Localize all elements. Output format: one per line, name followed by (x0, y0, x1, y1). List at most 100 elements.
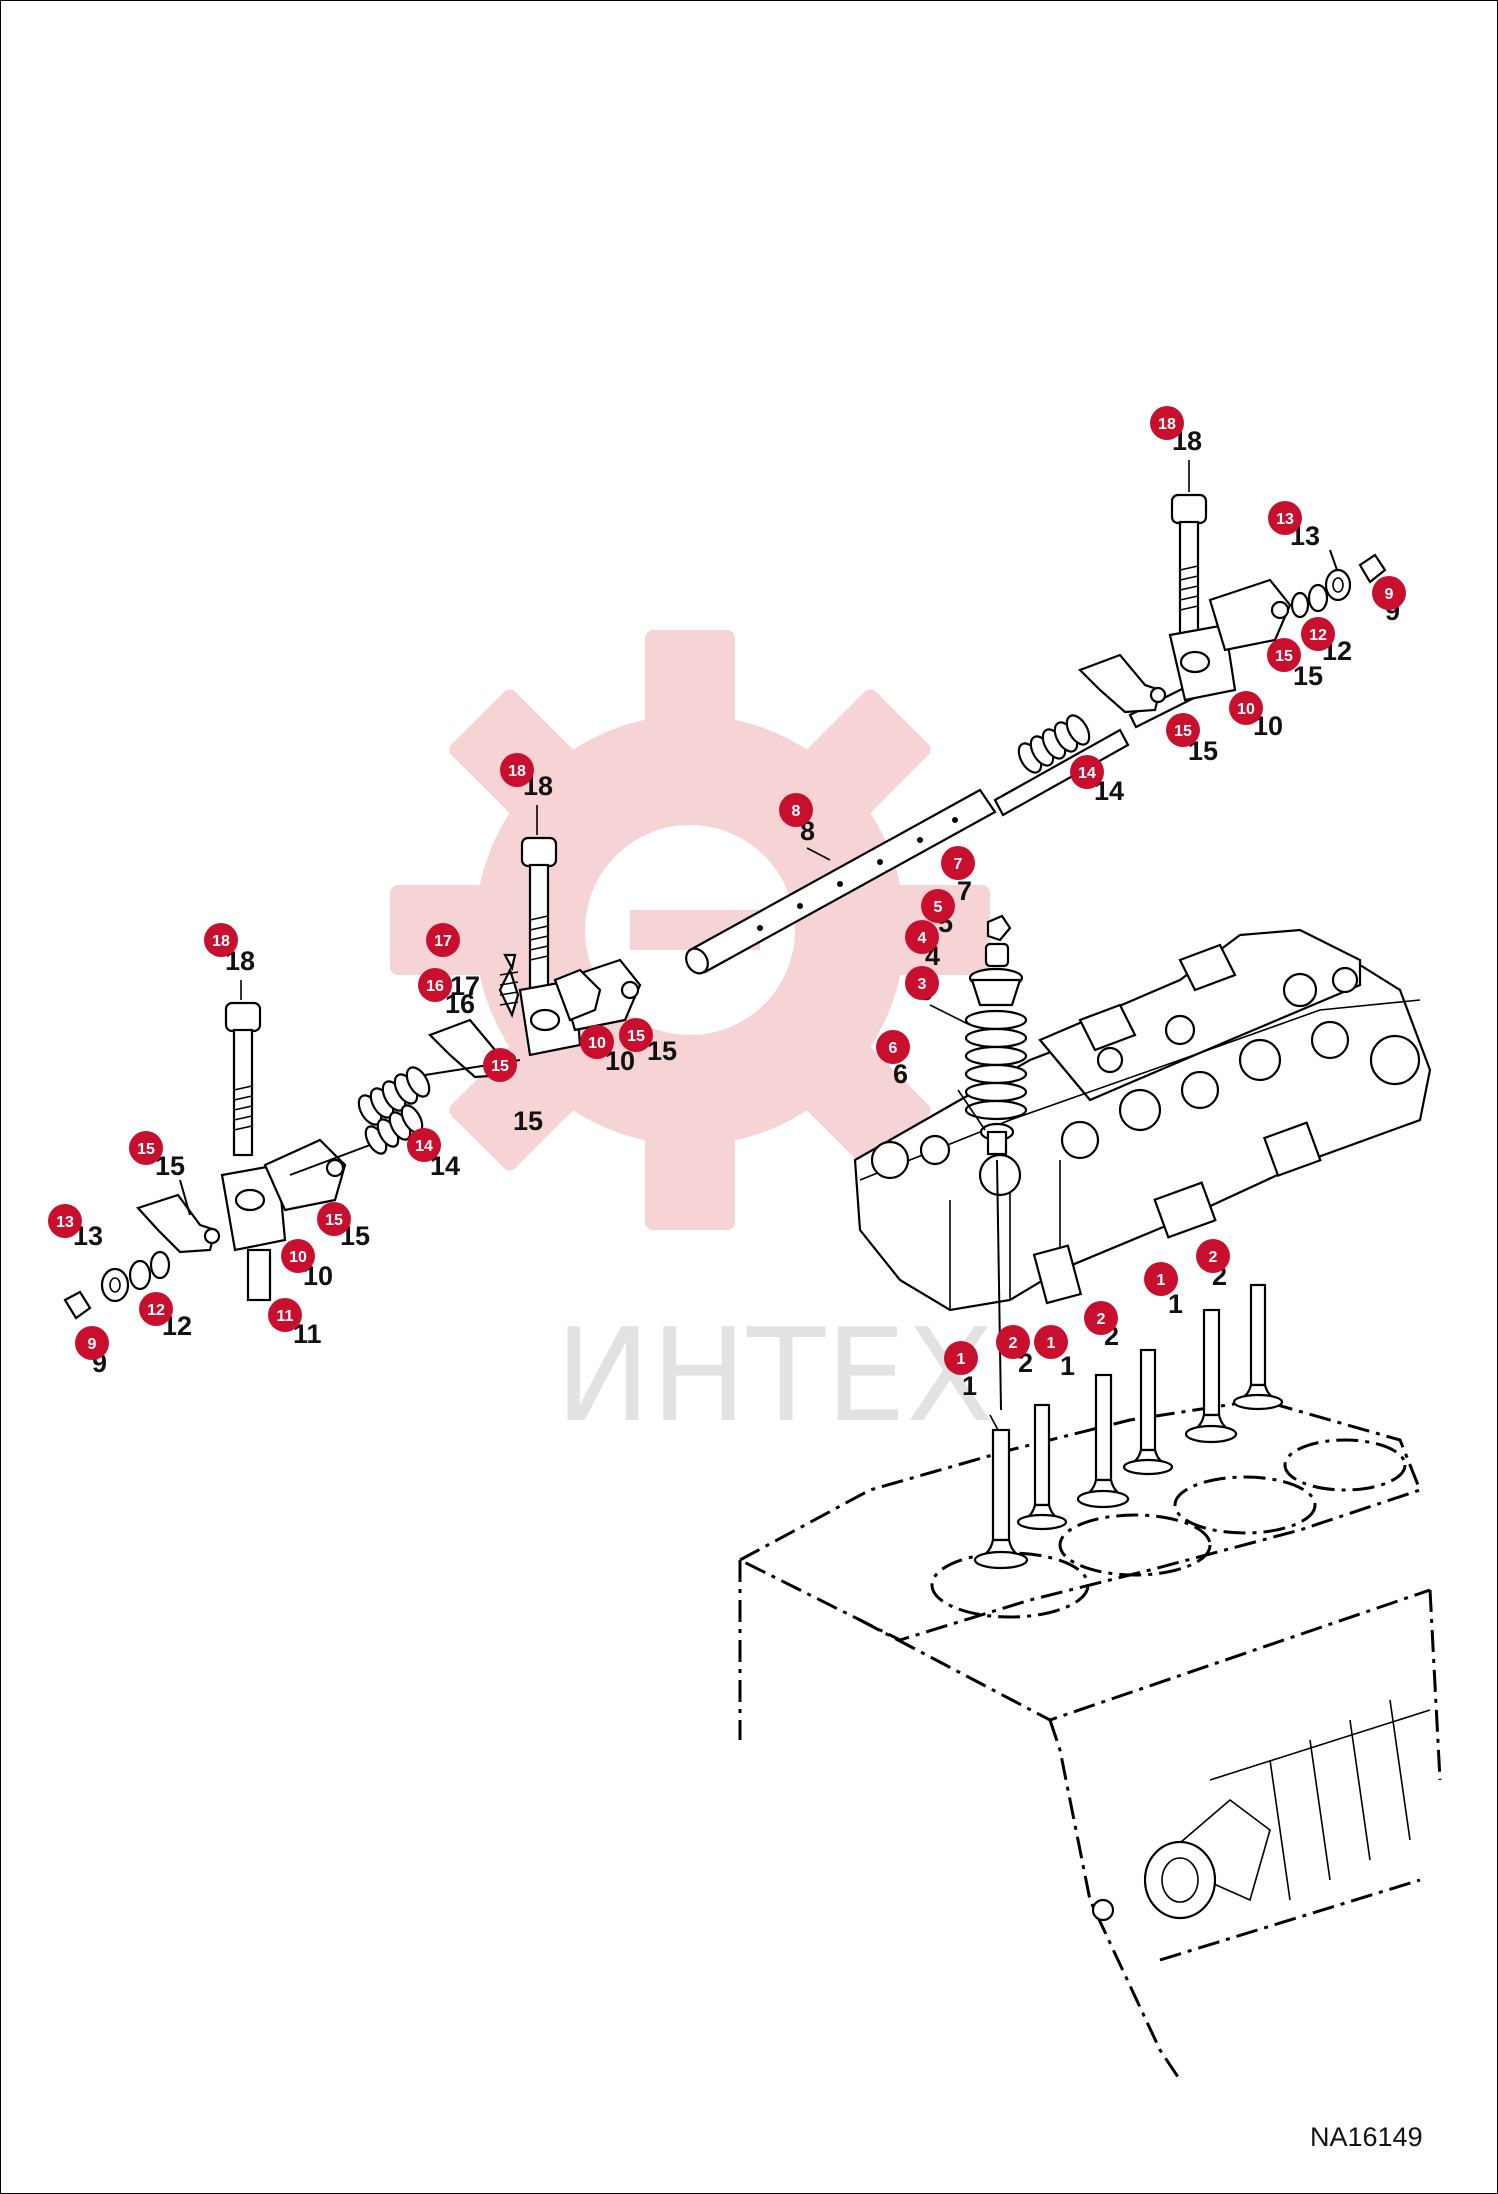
callout-marker-number: 15 (137, 1141, 155, 1158)
callout-marker-number: 2 (1209, 1249, 1218, 1266)
callout-marker-circle (129, 1131, 163, 1165)
callout-marker-number: 5 (934, 899, 943, 916)
callout-marker-13: 13 (1268, 501, 1302, 535)
callout-marker-15: 15 (483, 1048, 517, 1082)
valve-spring-stack (964, 914, 1028, 1411)
callout-marker-number: 18 (1158, 416, 1176, 433)
callout-marker-number: 9 (1385, 586, 1394, 603)
callout-marker-circle (75, 1326, 109, 1360)
callout-marker-circle (996, 1325, 1030, 1359)
valve-spring (964, 1009, 1028, 1121)
callout-marker-circle (779, 793, 813, 827)
callout-marker-number: 18 (212, 933, 230, 950)
callout-marker-number: 11 (277, 1308, 294, 1325)
callout-marker-circle (268, 1298, 302, 1332)
callout-marker-number: 13 (1276, 511, 1294, 528)
callout-marker-circle (905, 920, 939, 954)
callout-marker-1: 1 (1144, 1262, 1178, 1296)
callout-marker-circle (944, 1341, 978, 1375)
callout-marker-9: 9 (75, 1326, 109, 1360)
callout-marker-number: 15 (627, 1028, 645, 1045)
callout-marker-number: 16 (426, 978, 444, 995)
callout-marker-10: 10 (281, 1239, 315, 1273)
callout-marker-18: 18 (1150, 406, 1184, 440)
callout-marker-circle (905, 966, 939, 1000)
callout-marker-18: 18 (204, 923, 238, 957)
svg-text:15: 15 (513, 1106, 543, 1136)
svg-text:15: 15 (647, 1036, 677, 1066)
callout-marker-number: 8 (792, 803, 801, 820)
valve-set (973, 1283, 1284, 1570)
svg-text:17: 17 (450, 971, 480, 1001)
callout-marker-number: 10 (289, 1249, 307, 1266)
callout-marker-12: 12 (139, 1292, 173, 1326)
callout-marker-circle (1084, 1301, 1118, 1335)
callout-marker-circle (281, 1239, 315, 1273)
callout-marker-circle (1267, 638, 1301, 672)
callout-marker-8: 8 (779, 793, 813, 827)
callout-marker-circle (1150, 406, 1184, 440)
svg-text:7: 7 (957, 876, 972, 906)
callout-marker-12: 12 (1301, 617, 1335, 651)
callout-marker-2: 2 (1196, 1239, 1230, 1273)
callout-marker-number: 14 (1078, 765, 1096, 782)
callout-marker-number: 4 (918, 930, 927, 947)
valve-1c (1184, 1308, 1238, 1444)
callout-marker-4: 4 (905, 920, 939, 954)
callout-marker-15: 15 (619, 1018, 653, 1052)
callout-marker-number: 15 (491, 1058, 509, 1075)
callout-marker-number: 1 (1157, 1272, 1166, 1289)
callout-marker-16: 16 (418, 968, 452, 1002)
callout-marker-circle (876, 1030, 910, 1064)
callout-marker-number: 2 (1009, 1335, 1018, 1352)
callout-marker-number: 13 (56, 1214, 74, 1231)
valve-2a (1016, 1403, 1068, 1531)
callout-marker-circle (1372, 576, 1406, 610)
right-rocker-assembly (1017, 493, 1387, 774)
callout-marker-14: 14 (1070, 755, 1104, 789)
callout-marker-number: 18 (508, 763, 526, 780)
callout-marker-circle (500, 753, 534, 787)
callout-marker-number: 15 (325, 1212, 343, 1229)
callout-marker-9: 9 (1372, 576, 1406, 610)
callout-marker-13: 13 (48, 1204, 82, 1238)
callout-marker-number: 17 (434, 933, 452, 950)
callout-marker-15: 15 (129, 1131, 163, 1165)
callout-marker-6: 6 (876, 1030, 910, 1064)
callout-marker-number: 1 (957, 1351, 966, 1368)
callout-marker-circle (407, 1128, 441, 1162)
callout-marker-15: 15 (1267, 638, 1301, 672)
callout-marker-15: 15 (1166, 713, 1200, 747)
spring-14-left (364, 1104, 424, 1155)
callout-marker-number: 1 (1047, 1335, 1056, 1352)
callout-marker-circle (1166, 713, 1200, 747)
callout-marker-1: 1 (1034, 1325, 1068, 1359)
svg-text:1: 1 (1060, 1351, 1075, 1381)
callout-marker-circle (1268, 501, 1302, 535)
callout-marker-17: 17 (426, 923, 460, 957)
callout-marker-circle (619, 1018, 653, 1052)
valve-2b (1122, 1348, 1174, 1476)
callout-marker-10: 10 (580, 1025, 614, 1059)
watermark-text: ИНТЕХ (555, 1302, 994, 1451)
engine-block (736, 1398, 1442, 2081)
callout-marker-number: 15 (1174, 723, 1192, 740)
callout-marker-circle (317, 1202, 351, 1236)
callout-marker-number: 9 (88, 1336, 97, 1353)
callout-marker-7: 7 (941, 846, 975, 880)
callout-marker-number: 14 (415, 1138, 433, 1155)
valve-2c (1232, 1283, 1284, 1411)
callout-marker-circle (1070, 755, 1104, 789)
callout-marker-circle (204, 923, 238, 957)
callout-marker-number: 10 (1237, 701, 1255, 718)
callout-marker-number: 6 (889, 1040, 898, 1057)
callout-marker-15: 15 (317, 1202, 351, 1236)
callout-marker-14: 14 (407, 1128, 441, 1162)
valve-1b (1076, 1373, 1130, 1509)
callout-marker-number: 7 (954, 856, 963, 873)
callout-marker-2: 2 (996, 1325, 1030, 1359)
valve-1a (973, 1428, 1029, 1570)
callout-marker-number: 12 (147, 1302, 165, 1319)
callout-marker-circle (1034, 1325, 1068, 1359)
